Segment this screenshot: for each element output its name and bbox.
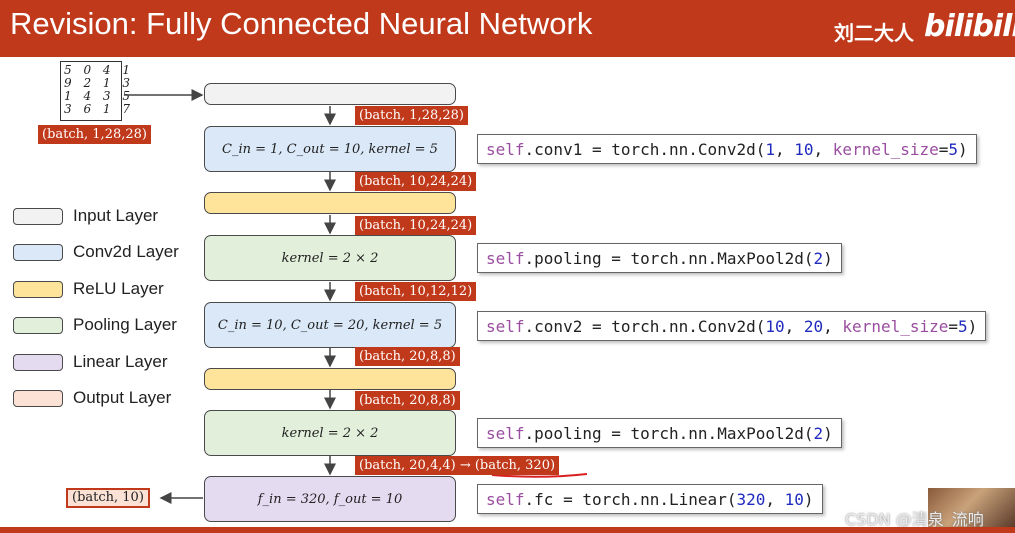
digit-row: 9 2 1 3 — [64, 76, 134, 90]
shape-tag: (batch, 20,8,8) — [355, 347, 460, 366]
legend-swatch — [13, 316, 63, 334]
input-layer — [204, 83, 456, 105]
legend-label: Linear Layer — [73, 352, 168, 371]
code-line-conv1: self.conv1 = torch.nn.Conv2d(1, 10, kern… — [477, 134, 977, 164]
shape-tag: (batch, 10,24,24) — [355, 216, 477, 235]
shape-tag: (batch, 1,28,28) — [355, 106, 468, 125]
title-bar: Revision: Fully Connected Neural Network… — [0, 0, 1015, 57]
page-title: Revision: Fully Connected Neural Network — [10, 6, 593, 41]
legend-item-pooling: Pooling Layer — [13, 315, 177, 335]
code-line-pooling2: self.pooling = torch.nn.MaxPool2d(2) — [477, 418, 842, 448]
legend-label: Output Layer — [73, 388, 172, 407]
legend-item-conv2d: Conv2d Layer — [13, 242, 179, 262]
code-line-fc: self.fc = torch.nn.Linear(320, 10) — [477, 484, 823, 514]
pooling2-layer: kernel = 2 × 2 — [204, 410, 456, 456]
legend-item-relu: ReLU Layer — [13, 279, 164, 299]
legend-label: Input Layer — [73, 206, 159, 225]
shape-tag: (batch, 20,8,8) — [355, 391, 460, 410]
conv2-layer: C_in = 10, C_out = 20, kernel = 5 — [204, 302, 456, 348]
shape-tag: (batch, 10,24,24) — [355, 172, 477, 191]
code-line-pooling1: self.pooling = torch.nn.MaxPool2d(2) — [477, 243, 842, 273]
watermark: CSDN @清泉_流响 — [845, 510, 984, 529]
conv1-layer: C_in = 1, C_out = 10, kernel = 5 — [204, 126, 456, 172]
red-underline — [491, 473, 588, 478]
output-shape-tag: (batch, 10) — [66, 488, 150, 508]
shape-tag: (batch, 10,12,12) — [355, 282, 477, 301]
digit-row: 3 6 1 7 — [64, 102, 134, 116]
legend-swatch — [13, 207, 63, 225]
input-shape-tag: (batch, 1,28,28) — [38, 125, 151, 144]
legend-item-input: Input Layer — [13, 206, 158, 226]
legend-swatch — [13, 353, 63, 371]
legend-swatch — [13, 243, 63, 261]
relu2-layer — [204, 368, 456, 390]
legend-label: ReLU Layer — [73, 279, 164, 298]
legend-label: Pooling Layer — [73, 315, 177, 334]
pooling1-layer: kernel = 2 × 2 — [204, 235, 456, 281]
author-name: 刘二大人 — [834, 21, 914, 45]
digit-row: 1 4 3 5 — [64, 89, 134, 103]
shape-tag: (batch, 20,4,4) → (batch, 320) — [355, 456, 560, 475]
relu1-layer — [204, 192, 456, 214]
legend-swatch — [13, 389, 63, 407]
legend-swatch — [13, 280, 63, 298]
digit-row: 5 0 4 1 — [64, 63, 134, 77]
mnist-digits-image: 5 0 4 1 9 2 1 3 1 4 3 5 3 6 1 7 — [60, 61, 134, 121]
footer-bar — [0, 527, 1015, 533]
legend-item-linear: Linear Layer — [13, 352, 168, 372]
code-line-conv2: self.conv2 = torch.nn.Conv2d(10, 20, ker… — [477, 311, 987, 341]
legend-item-output: Output Layer — [13, 388, 171, 408]
bilibili-logo: bilibili — [924, 9, 1015, 44]
video-thumbnail — [928, 488, 1015, 527]
legend-label: Conv2d Layer — [73, 242, 179, 261]
linear-layer: f_in = 320, f_out = 10 — [204, 476, 456, 522]
